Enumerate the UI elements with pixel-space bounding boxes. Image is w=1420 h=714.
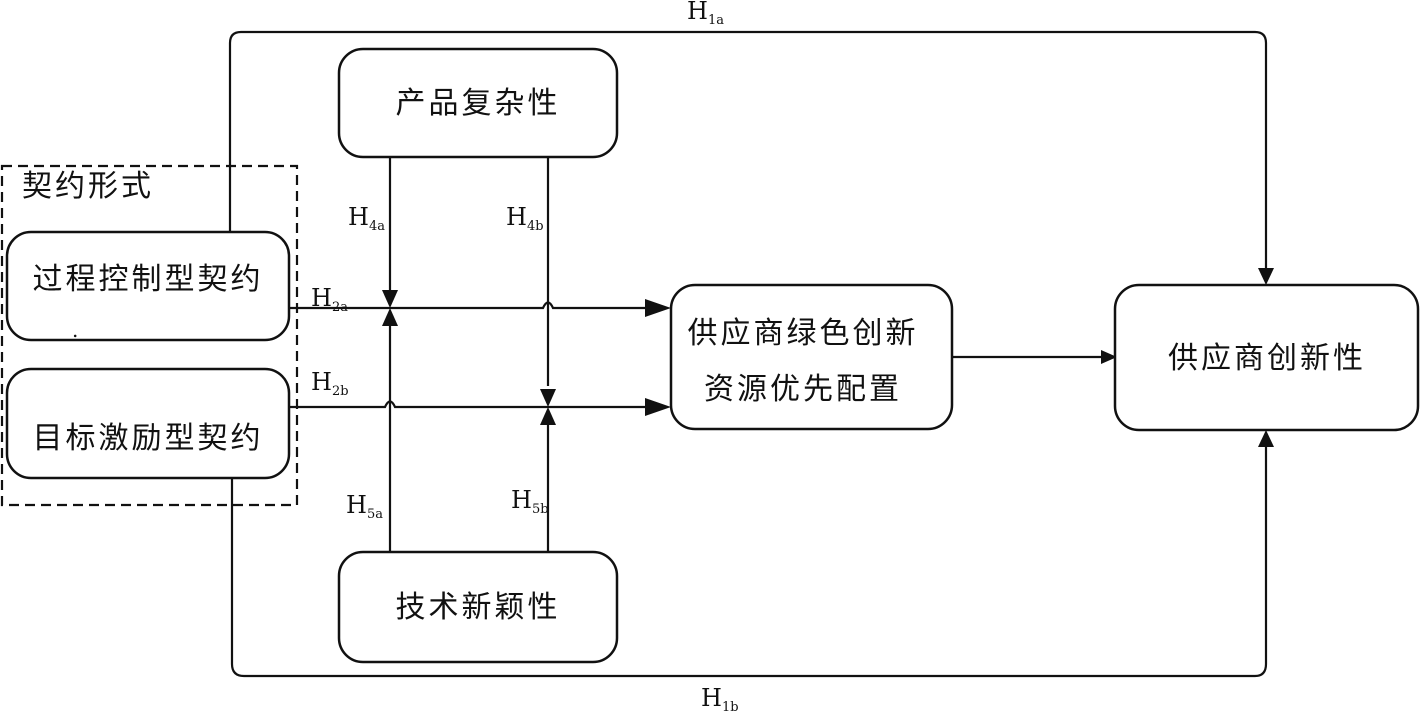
tech-novelty-label: 技术新颖性 <box>396 590 561 625</box>
h5b-label: H5b <box>511 486 549 517</box>
mediation-arrowhead <box>1101 350 1117 364</box>
resource-allocation-label-line1: 供应商绿色创新 <box>688 316 919 351</box>
goal-contract-box <box>5 367 291 480</box>
h1b-arrowhead <box>1258 430 1274 447</box>
resource-allocation-label-line2: 资源优先配置 <box>704 372 902 407</box>
h1a-connector <box>228 30 1268 272</box>
h4b-label: H4b <box>506 203 544 234</box>
h5a-arrowhead <box>382 308 398 326</box>
h2b-label: H2b <box>311 368 349 399</box>
product-complexity-box <box>337 47 619 159</box>
contract-group-frame <box>0 164 299 507</box>
process-contract-mark: . <box>72 318 78 342</box>
h2b-arrowhead <box>645 398 671 416</box>
h5a-label: H5a <box>346 491 383 522</box>
h4a-arrowhead <box>382 290 398 308</box>
supplier-innovation-label: 供应商创新性 <box>1168 341 1366 376</box>
h2a-label: H2a <box>311 284 348 315</box>
h1b-connector <box>230 446 1268 678</box>
supplier-innovation-box <box>1113 283 1420 432</box>
process-contract-box <box>5 230 291 342</box>
h1a-arrowhead <box>1258 268 1274 285</box>
process-contract-label: 过程控制型契约 <box>33 262 264 297</box>
h4a-label: H4a <box>348 203 385 234</box>
product-complexity-label: 产品复杂性 <box>396 86 561 121</box>
h1b-label: H1b <box>701 684 739 714</box>
h1a-label: H1a <box>687 0 724 28</box>
contract-group-title: 契约形式 <box>22 169 154 204</box>
h2a-arrowhead <box>645 299 671 317</box>
resource-allocation-box <box>669 283 954 431</box>
goal-contract-label: 目标激励型契约 <box>33 421 264 456</box>
h2b-connector <box>290 400 658 409</box>
h2a-connector <box>290 301 658 310</box>
h4b-arrowhead <box>540 389 556 407</box>
tech-novelty-box <box>337 550 619 664</box>
h5b-arrowhead <box>540 407 556 425</box>
